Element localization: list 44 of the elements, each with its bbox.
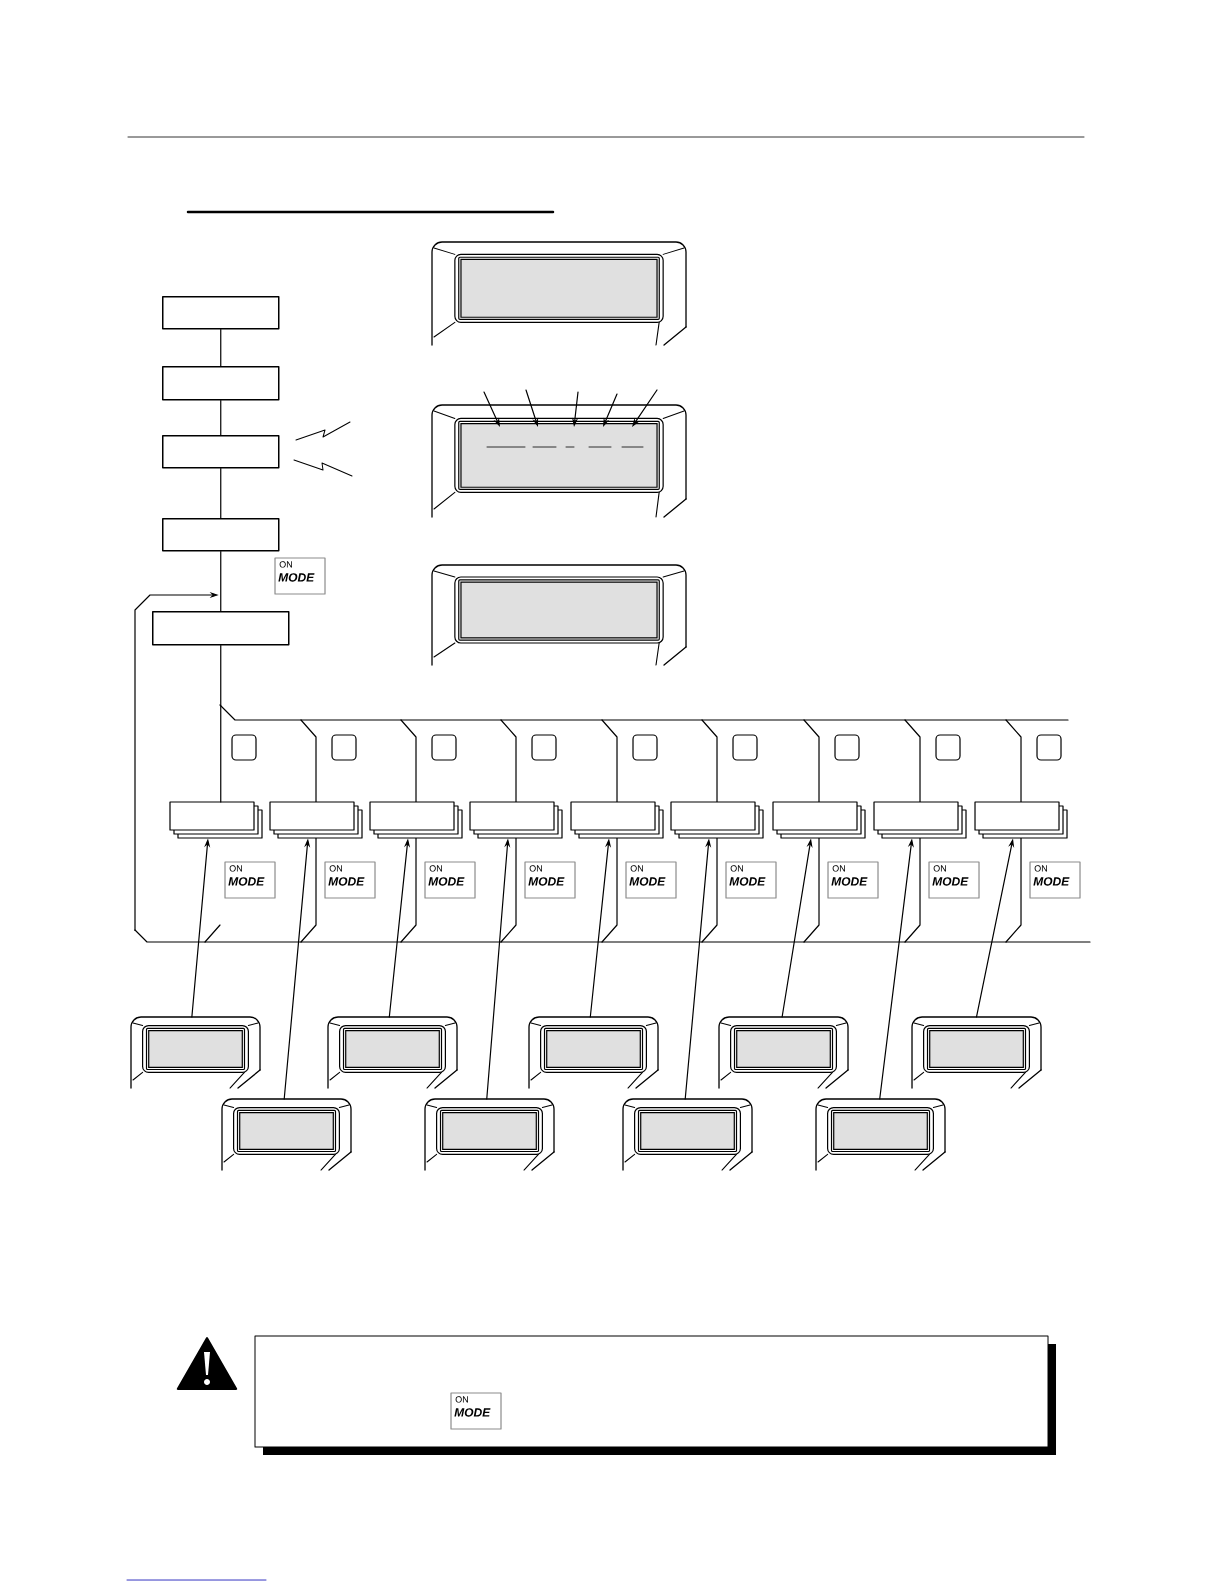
- stacked-box: [570, 801, 664, 839]
- mode-key: ON MODE: [725, 861, 777, 899]
- mode-key: ON MODE: [450, 1392, 502, 1430]
- flow-box: [162, 366, 280, 401]
- connector-line: [220, 328, 222, 367]
- lcd-display: [911, 1016, 1042, 1089]
- mode-key: ON MODE: [1029, 861, 1081, 899]
- lcd-display: [815, 1098, 946, 1171]
- mode-key: ON MODE: [928, 861, 980, 899]
- lcd-display: [622, 1098, 753, 1171]
- lcd-display: [431, 241, 687, 346]
- stacked-box: [772, 801, 866, 839]
- connector-line: [220, 644, 222, 803]
- stacked-box: [269, 801, 363, 839]
- mode-key: ON MODE: [324, 861, 376, 899]
- stacked-box: [469, 801, 563, 839]
- connector-line: [220, 467, 222, 519]
- flow-box: [162, 518, 280, 552]
- lcd-display: [221, 1098, 352, 1171]
- lcd-display: [424, 1098, 555, 1171]
- flow-box: [162, 435, 280, 469]
- flow-box: [162, 296, 280, 330]
- lcd-display: [327, 1016, 458, 1089]
- stacked-box: [974, 801, 1068, 839]
- mode-key: ON MODE: [424, 861, 476, 899]
- arrow: [632, 389, 658, 427]
- stacked-box: [670, 801, 764, 839]
- mode-key: ON MODE: [524, 861, 576, 899]
- flow-box: [152, 611, 290, 646]
- lcd-display: [431, 404, 687, 518]
- lcd-display: [528, 1016, 659, 1089]
- stacked-box: [873, 801, 967, 839]
- lcd-display: [718, 1016, 849, 1089]
- connector-line: [220, 550, 222, 612]
- stacked-box: [169, 801, 263, 839]
- lcd-display: [130, 1016, 261, 1089]
- mode-key: ON MODE: [625, 861, 677, 899]
- mode-key: ON MODE: [827, 861, 879, 899]
- tab-band-drawing: [134, 704, 1091, 943]
- lcd-display: [431, 564, 687, 666]
- connector-line: [220, 399, 222, 436]
- mode-key: ON MODE: [274, 557, 326, 595]
- mode-key: ON MODE: [224, 861, 276, 899]
- stacked-box: [369, 801, 463, 839]
